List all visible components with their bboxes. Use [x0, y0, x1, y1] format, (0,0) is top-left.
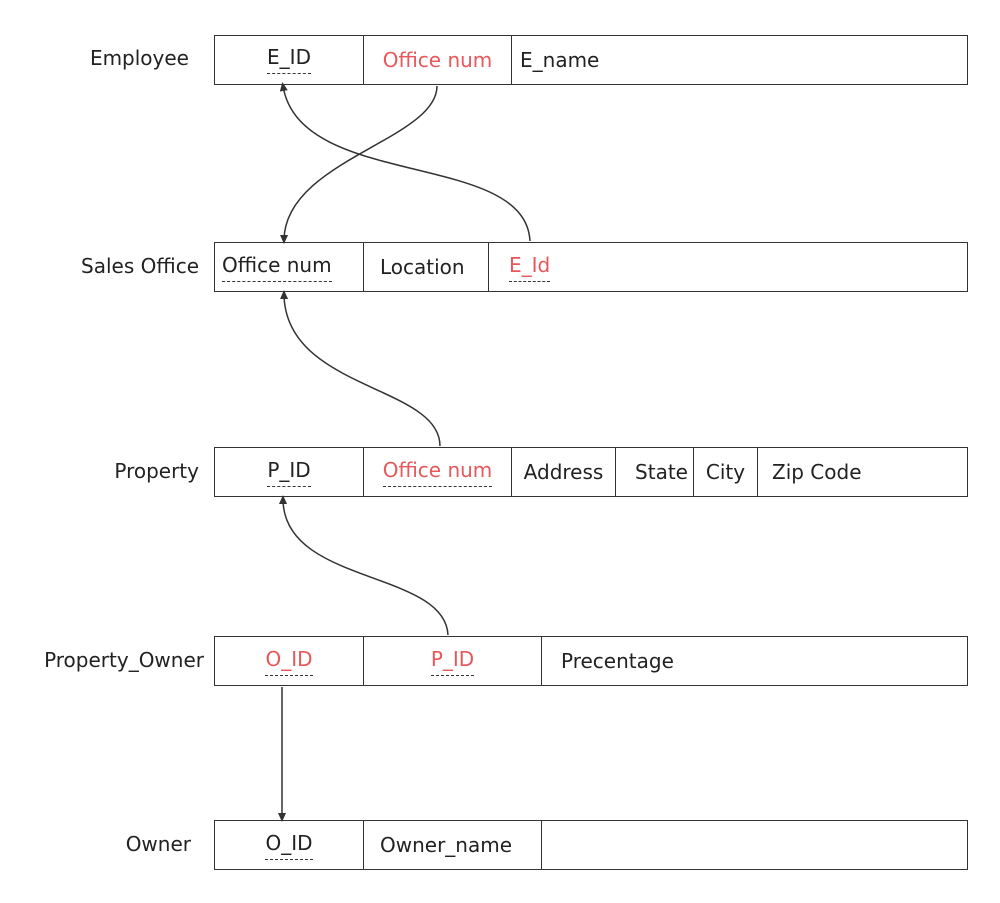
- table-label-employee: Employee: [89, 46, 189, 70]
- field-property-city: City: [693, 448, 757, 496]
- arrow-property-owner-pid-to-property: [279, 495, 449, 636]
- field-sales-office-location: Location: [363, 243, 488, 291]
- field-employee-office-num: Office num: [363, 36, 511, 84]
- table-label-sales-office: Sales Office: [81, 254, 199, 278]
- field-owner-o-id: O_ID: [215, 821, 363, 869]
- field-property-owner-o-id: O_ID: [215, 637, 363, 685]
- field-property-owner-precentage: Precentage: [541, 637, 967, 685]
- table-property-owner: O_ID P_ID Precentage: [214, 636, 968, 686]
- field-property-office-num: Office num: [363, 448, 511, 496]
- table-label-property: Property: [114, 459, 199, 483]
- field-property-zip-code: Zip Code: [757, 448, 967, 496]
- field-employee-e-name: E_name: [511, 36, 967, 84]
- field-owner-empty: [541, 821, 967, 869]
- table-property: P_ID Office num Address State City Zip C…: [214, 447, 968, 497]
- table-label-owner: Owner: [125, 832, 191, 856]
- table-sales-office: Office num Location E_Id: [214, 242, 968, 292]
- table-label-property-owner: Property_Owner: [44, 648, 204, 672]
- table-employee: E_ID Office num E_name: [214, 35, 968, 85]
- field-owner-owner-name: Owner_name: [363, 821, 541, 869]
- arrow-sales-office-eid-to-employee: [279, 82, 531, 242]
- table-owner: O_ID Owner_name: [214, 820, 968, 870]
- field-property-state: State: [615, 448, 693, 496]
- field-property-owner-p-id: P_ID: [363, 637, 541, 685]
- field-sales-office-e-id: E_Id: [488, 243, 967, 291]
- field-property-address: Address: [511, 448, 615, 496]
- field-employee-e-id: E_ID: [215, 36, 363, 84]
- arrow-employee-office-to-sales-office: [280, 85, 438, 244]
- field-property-p-id: P_ID: [215, 448, 363, 496]
- arrow-property-office-to-sales-office: [280, 290, 441, 447]
- field-sales-office-office-num: Office num: [215, 243, 363, 291]
